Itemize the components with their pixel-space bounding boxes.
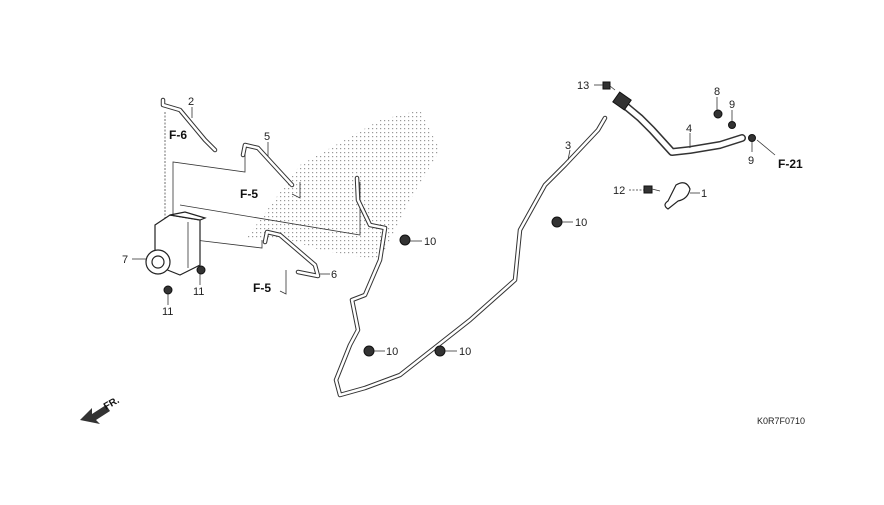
callout-11b[interactable]: 11 [162, 306, 173, 318]
callout-4[interactable]: 4 [686, 123, 692, 135]
diagram-code: K0R7F0710 [757, 416, 805, 426]
reference-f5-lower[interactable]: F-5 [253, 281, 271, 295]
brake-pipe-part-5[interactable] [240, 142, 295, 188]
clip-part-10c[interactable] [363, 345, 375, 357]
callout-9a[interactable]: 9 [729, 99, 735, 111]
front-arrow-label: FR. [102, 395, 122, 413]
bolt-part-12[interactable] [643, 185, 661, 194]
brake-pipe-part-2[interactable] [160, 97, 218, 153]
callout-2[interactable]: 2 [188, 96, 194, 108]
callout-10c[interactable]: 10 [386, 346, 398, 358]
brake-pipe-part-6[interactable] [262, 229, 321, 279]
washer-part-9a[interactable] [728, 121, 736, 129]
callout-leaders [132, 84, 776, 352]
callout-1[interactable]: 1 [701, 188, 707, 200]
callout-3[interactable]: 3 [565, 140, 571, 152]
callout-11a[interactable]: 11 [193, 286, 204, 298]
bolt-part-13[interactable] [602, 81, 616, 91]
stippled-area [245, 110, 440, 260]
callout-10a[interactable]: 10 [424, 236, 436, 248]
nut-part-11b[interactable] [163, 285, 173, 295]
bolt-part-8[interactable] [713, 109, 723, 119]
brake-hose-part-4[interactable] [612, 91, 746, 156]
callout-9b[interactable]: 9 [748, 155, 754, 167]
callout-12[interactable]: 12 [613, 185, 625, 197]
clip-part-10d[interactable] [434, 345, 446, 357]
callout-10d[interactable]: 10 [459, 346, 471, 358]
reference-f6[interactable]: F-6 [169, 128, 187, 142]
callout-6[interactable]: 6 [331, 269, 337, 281]
callout-13[interactable]: 13 [577, 80, 589, 92]
callout-5[interactable]: 5 [264, 131, 270, 143]
reference-f5-upper[interactable]: F-5 [240, 187, 258, 201]
clip-part-10b[interactable] [551, 216, 563, 228]
brake-pipe-long[interactable] [333, 115, 608, 398]
front-direction-arrow: FR. [80, 395, 122, 424]
nut-part-11a[interactable] [196, 265, 206, 275]
clip-part-10a[interactable] [399, 234, 411, 246]
clamp-part-1[interactable] [664, 182, 691, 210]
callout-10b[interactable]: 10 [575, 217, 587, 229]
reference-f21[interactable]: F-21 [778, 157, 803, 171]
washer-part-9b[interactable] [748, 134, 756, 142]
abs-modulator-part-7[interactable] [145, 211, 207, 276]
callout-8[interactable]: 8 [714, 86, 720, 98]
callout-7[interactable]: 7 [122, 254, 128, 266]
